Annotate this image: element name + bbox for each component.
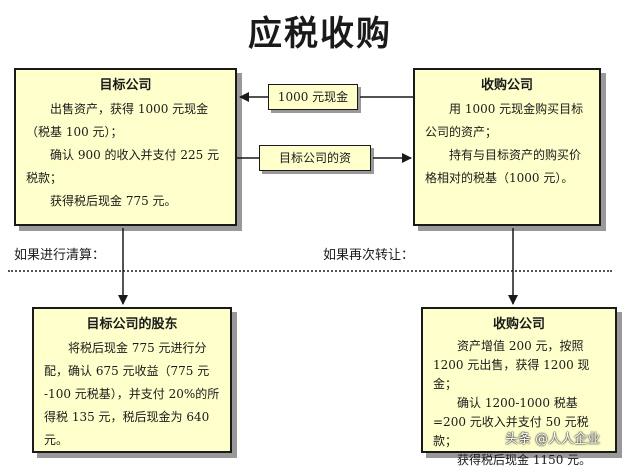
- page-title: 应税收购: [248, 14, 392, 54]
- watermark: 头条 @人人企业: [505, 432, 601, 447]
- liquidation-caption: 如果进行清算：: [14, 248, 106, 263]
- acquirer-heading: 收购公司: [480, 78, 533, 93]
- cash-flow-label: 1000 元现金: [268, 84, 358, 110]
- shareholders-line: 将税后现金 775 元进行分配，确认 675 元收益（775 元 -100 元税…: [44, 341, 220, 447]
- section-divider: [8, 270, 612, 272]
- acquirer-resale-box: 收购公司 资产增值 200 元，按照 1200 元出售，获得 1200 现金； …: [421, 307, 617, 467]
- target-company-box: 目标公司 出售资产，获得 1000 元现金（税基 100 元）； 确认 900 …: [14, 68, 237, 226]
- resale-caption: 如果再次转让：: [323, 248, 415, 263]
- acquirer-resale-line: 资产增值 200 元，按照 1200 元出售，获得 1200 现金；: [433, 339, 590, 391]
- cash-flow-text: 1000 元现金: [277, 90, 349, 104]
- asset-flow-label: 目标公司的资: [259, 145, 371, 171]
- target-company-heading: 目标公司: [99, 78, 152, 93]
- shareholders-heading: 目标公司的股东: [86, 317, 178, 332]
- target-company-line: 出售资产，获得 1000 元现金（税基 100 元）；: [26, 102, 209, 139]
- shareholders-box: 目标公司的股东 将税后现金 775 元进行分配，确认 675 元收益（775 元…: [32, 307, 232, 453]
- acquirer-resale-line: 确认 1200-1000 税基=200 元收入并支付 50 元税款；: [433, 396, 589, 448]
- acquirer-line: 用 1000 元现金购买目标公司的资产；: [425, 102, 584, 139]
- acquirer-line: 持有与目标资产的购买价格相对的税基（1000 元）。: [425, 148, 582, 185]
- target-company-line: 获得税后现金 775 元。: [50, 194, 177, 208]
- asset-flow-text: 目标公司的资: [278, 151, 351, 165]
- acquirer-box: 收购公司 用 1000 元现金购买目标公司的资产； 持有与目标资产的购买价格相对…: [413, 68, 601, 226]
- acquirer-resale-heading: 收购公司: [492, 317, 545, 332]
- target-company-line: 确认 900 的收入并支付 225 元税款；: [26, 148, 220, 185]
